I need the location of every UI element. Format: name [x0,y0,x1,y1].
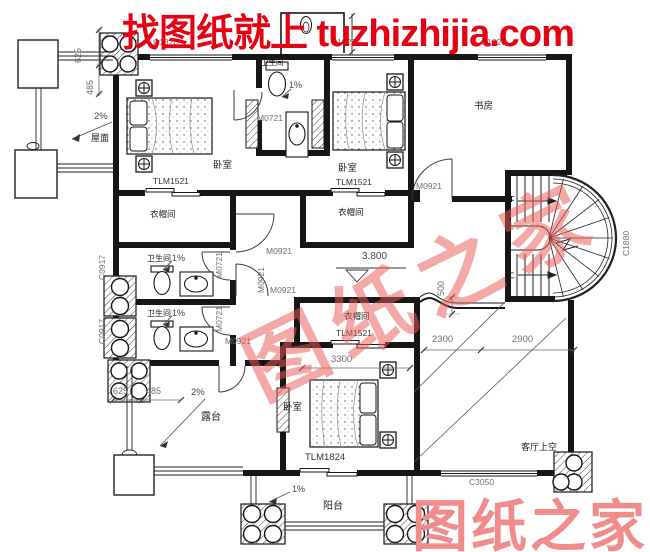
dim-3300: 3300 [331,354,353,365]
bath-fixtures [150,61,309,352]
bed-bedroom1 [126,97,213,155]
label-door-m0921-c: M0921 [256,267,266,293]
label-door-m0921-d: M0921 [270,285,296,295]
slope-1pct-balcony: 1% [292,484,306,494]
label-door-m0721-b: M0721 [214,252,224,278]
dim-485-terrace: 485 [146,386,162,396]
beds [126,73,406,449]
nightstand-lamps [135,73,404,449]
dim-485-roof: 485 [85,79,95,95]
leader-arrows [71,88,292,504]
room-cloakroom-1: 衣帽间 [150,209,176,219]
label-window-c0917-2: C0917 [97,318,107,344]
stair-direction-arrows [518,197,558,279]
room-bathroom-1: 卫生间 [147,254,171,263]
bed-bedroom3 [309,379,379,448]
column-balcony-left [240,503,286,545]
dim-625-terrace: 625 [113,386,129,396]
label-door-m0921-b: M0921 [266,246,292,256]
railings [113,366,413,531]
label-door-tlm1521-3: TLM1521 [336,328,372,338]
label-window-c1820-1: C1820 [153,37,179,47]
sink-bath1 [179,271,214,297]
label-window-c1820-2: C1820 [331,37,357,47]
sink-central [285,111,309,158]
toilet-bath2 [150,320,174,351]
bed-bedroom2 [332,91,406,151]
room-cloakroom-3: 衣帽间 [344,311,370,321]
label-window-c1880: C1880 [621,230,631,256]
label-door-tlm1824: TLM1824 [305,452,346,463]
column-bottom-right [552,451,593,493]
room-study: 书房 [474,101,494,112]
label-door-m0721-c: M0721 [214,306,224,332]
slope-1pct-bathc: 1% [289,80,303,90]
room-cloakroom-2: 衣帽间 [338,207,364,217]
dimension-lines [95,12,578,404]
room-terrace: 露台 [201,412,221,423]
label-door-tlm1521-1: TLM1521 [153,176,189,186]
room-bathroom-2: 卫生间 [147,309,171,318]
label-door-m0721-a: M0721 [257,113,283,123]
label-door-m0921-a: M0921 [416,181,442,191]
label-door-tlm1521-2: TLM1521 [336,177,372,187]
room-bathroom-central: 卫生间 [261,58,284,67]
dim-625-roof: 625 [73,47,83,63]
void-diagonal-lines [413,301,567,463]
toilet-central [265,61,289,97]
label-window-c0917-1: C0917 [97,254,107,280]
room-bedroom-2: 卧室 [338,163,358,174]
column-left-corner [107,359,151,403]
window-c1820-2 [332,53,394,61]
toilet-bath1 [150,265,174,296]
room-balcony: 阳台 [323,501,343,512]
slope-2pct-terrace: 2% [191,387,205,398]
room-living-void: 客厅上空 [521,442,558,452]
dim-500: 500 [436,280,446,296]
room-roof: 屋面 [91,133,110,143]
roof-terrace-structures [14,39,113,199]
slope-2pct-roof: 2% [94,111,108,122]
curved-walls [419,292,505,310]
label-door-m0921-e: M0921 [225,336,251,346]
dim-2300: 2300 [432,334,454,345]
slope-1pct-bath1: 1% [172,253,186,263]
hatched-window-strips [245,99,325,433]
column-top-left [99,32,139,76]
room-bedroom-3: 卧室 [283,402,303,413]
column-balcony-right [383,503,429,545]
window-c1820-3 [478,53,546,61]
label-window-c1820-3: C1820 [481,37,507,47]
slope-1pct-bath2: 1% [172,308,186,318]
roof-bumpout [280,12,345,56]
window-c3050 [441,469,537,477]
level-marker [336,267,406,283]
level-3800: 3.800 [362,251,388,262]
column-left-b [103,317,137,359]
column-clusters [99,32,593,545]
sliding-doors [145,188,386,477]
stairs [511,173,618,303]
interior-walls [113,54,567,470]
room-bedroom-1: 卧室 [213,160,233,171]
stair-up-label: 上 [505,270,515,281]
window-c1820-1 [150,53,232,61]
column-left-a [103,275,137,317]
sink-bath2 [179,326,214,352]
windows [150,53,546,477]
dim-2900: 2900 [512,334,534,345]
label-window-c3050: C3050 [469,477,495,487]
stair-down-label: 下 [505,196,515,207]
